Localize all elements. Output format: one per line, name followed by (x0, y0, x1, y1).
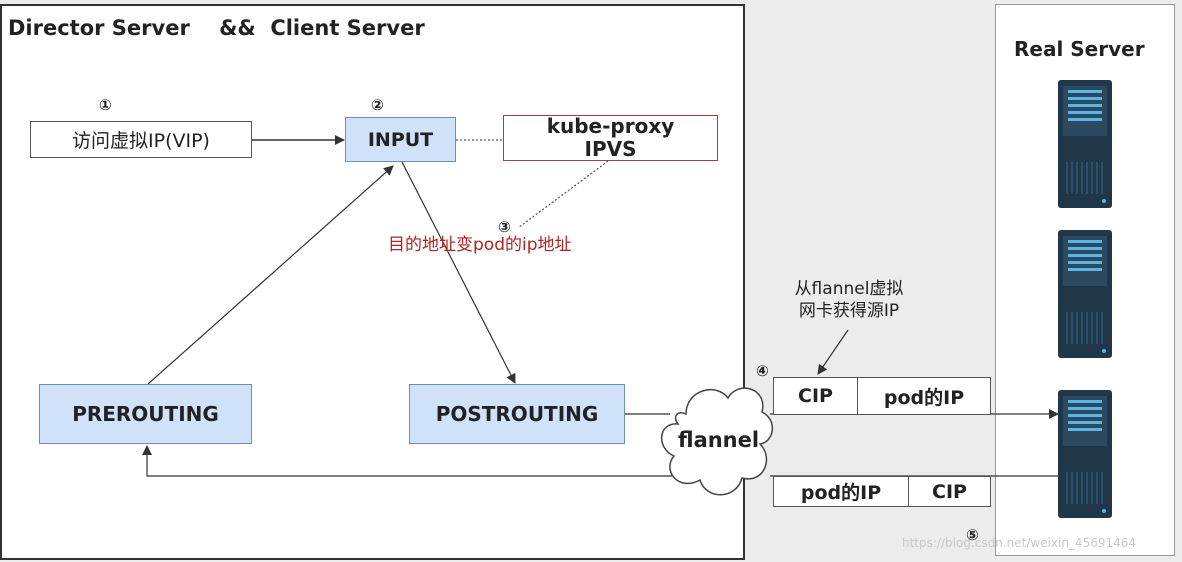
postrouting-box: POSTROUTING (409, 384, 625, 444)
real-server-title: Real Server (1014, 37, 1145, 61)
director-server-panel (0, 4, 745, 560)
step-5-marker: ⑤ (966, 526, 979, 544)
ipvs-label: IPVS (584, 137, 637, 161)
real-server-3-icon (1058, 390, 1112, 518)
flannel-label: flannel (678, 428, 760, 452)
step-1-marker: ① (99, 96, 112, 114)
prerouting-box: PREROUTING (39, 384, 252, 444)
packet-out-pod-ip: pod的IP (857, 377, 991, 415)
kube-proxy-ipvs-box: kube-proxy IPVS (503, 115, 718, 161)
flannel-source-line-2: 网卡获得源IP (798, 301, 900, 321)
packet-return-pod-ip: pod的IP (773, 476, 909, 507)
step-2-marker: ② (371, 96, 384, 114)
flannel-cloud (660, 387, 773, 496)
flannel-source-annotation: 从flannel虚拟 网卡获得源IP (778, 278, 920, 322)
dest-change-annotation: 目的地址变pod的ip地址 (388, 235, 572, 255)
vip-box: 访问虚拟IP(VIP) (30, 121, 252, 158)
step-4-marker: ④ (756, 362, 769, 380)
watermark: https://blog.csdn.net/weixin_45691464 (902, 536, 1137, 550)
kube-proxy-label: kube-proxy (546, 114, 675, 138)
director-server-title: Director Server && Client Server (8, 16, 425, 40)
real-server-2-icon (1058, 230, 1112, 358)
step-3-marker: ③ (498, 218, 511, 236)
flannel-source-line-1: 从flannel虚拟 (794, 279, 904, 299)
real-server-1-icon (1058, 80, 1112, 208)
packet-return-cip: CIP (908, 476, 991, 507)
input-box: INPUT (345, 117, 456, 162)
packet-out-cip: CIP (773, 377, 858, 415)
